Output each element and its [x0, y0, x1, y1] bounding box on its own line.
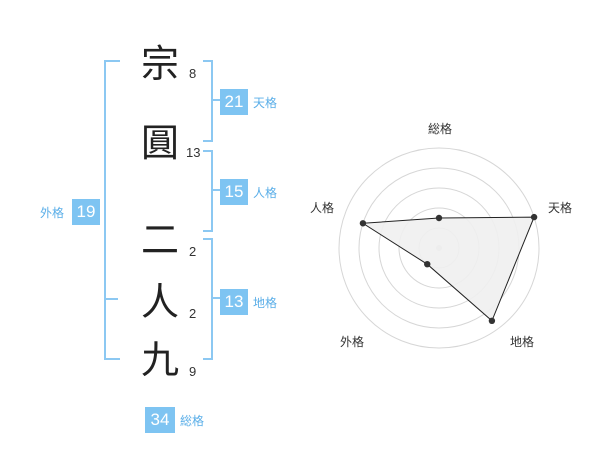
radar-point-4 [424, 260, 431, 268]
radar-axis-label-soukaku: 総格 [428, 122, 453, 136]
stroke-count-4: 2 [189, 306, 197, 321]
stroke-count-2: 13 [186, 145, 201, 160]
radar-axis-label-gaikaku: 外格 [340, 335, 365, 349]
name-char-2: 圓 [141, 121, 180, 165]
radar-point-5 [359, 220, 367, 227]
tenkaku-bracket [203, 60, 213, 142]
stroke-count-3: 2 [189, 244, 197, 259]
chikaku-bracket [203, 238, 213, 360]
jinkaku-badge: 15 [220, 179, 248, 205]
jinkaku-connector [211, 189, 220, 191]
radar-point-1 [435, 214, 443, 222]
radar-point-3 [488, 317, 496, 325]
bracket-divider [104, 298, 118, 300]
name-char-3: 二 [141, 218, 180, 262]
stroke-count-5: 9 [189, 364, 197, 379]
radar-ring [338, 147, 540, 349]
name-char-4: 人 [141, 280, 180, 324]
gaikaku-bracket [104, 60, 120, 360]
soukaku-label: 総格 [180, 414, 205, 428]
radar-point-2 [530, 213, 538, 221]
chikaku-badge: 13 [220, 289, 248, 315]
tenkaku-label: 天格 [253, 96, 278, 110]
chikaku-label: 地格 [253, 296, 278, 310]
tenkaku-connector [211, 99, 220, 101]
gaikaku-label: 外格 [40, 206, 65, 220]
gaikaku-badge: 19 [72, 199, 100, 225]
stroke-count-1: 8 [189, 66, 197, 81]
jinkaku-label: 人格 [253, 186, 278, 200]
chikaku-connector [211, 297, 220, 299]
radar-axis-label-chikaku: 地格 [510, 335, 535, 349]
soukaku-badge: 34 [145, 407, 175, 433]
tenkaku-badge: 21 [220, 89, 248, 115]
name-char-1: 宗 [141, 42, 180, 86]
radar-axis-label-jinkaku: 人格 [310, 201, 335, 215]
radar-axis-label-tenkaku: 天格 [548, 201, 573, 215]
radar-polygon [361, 216, 535, 322]
name-char-5: 九 [141, 338, 180, 382]
jinkaku-bracket [203, 150, 213, 232]
